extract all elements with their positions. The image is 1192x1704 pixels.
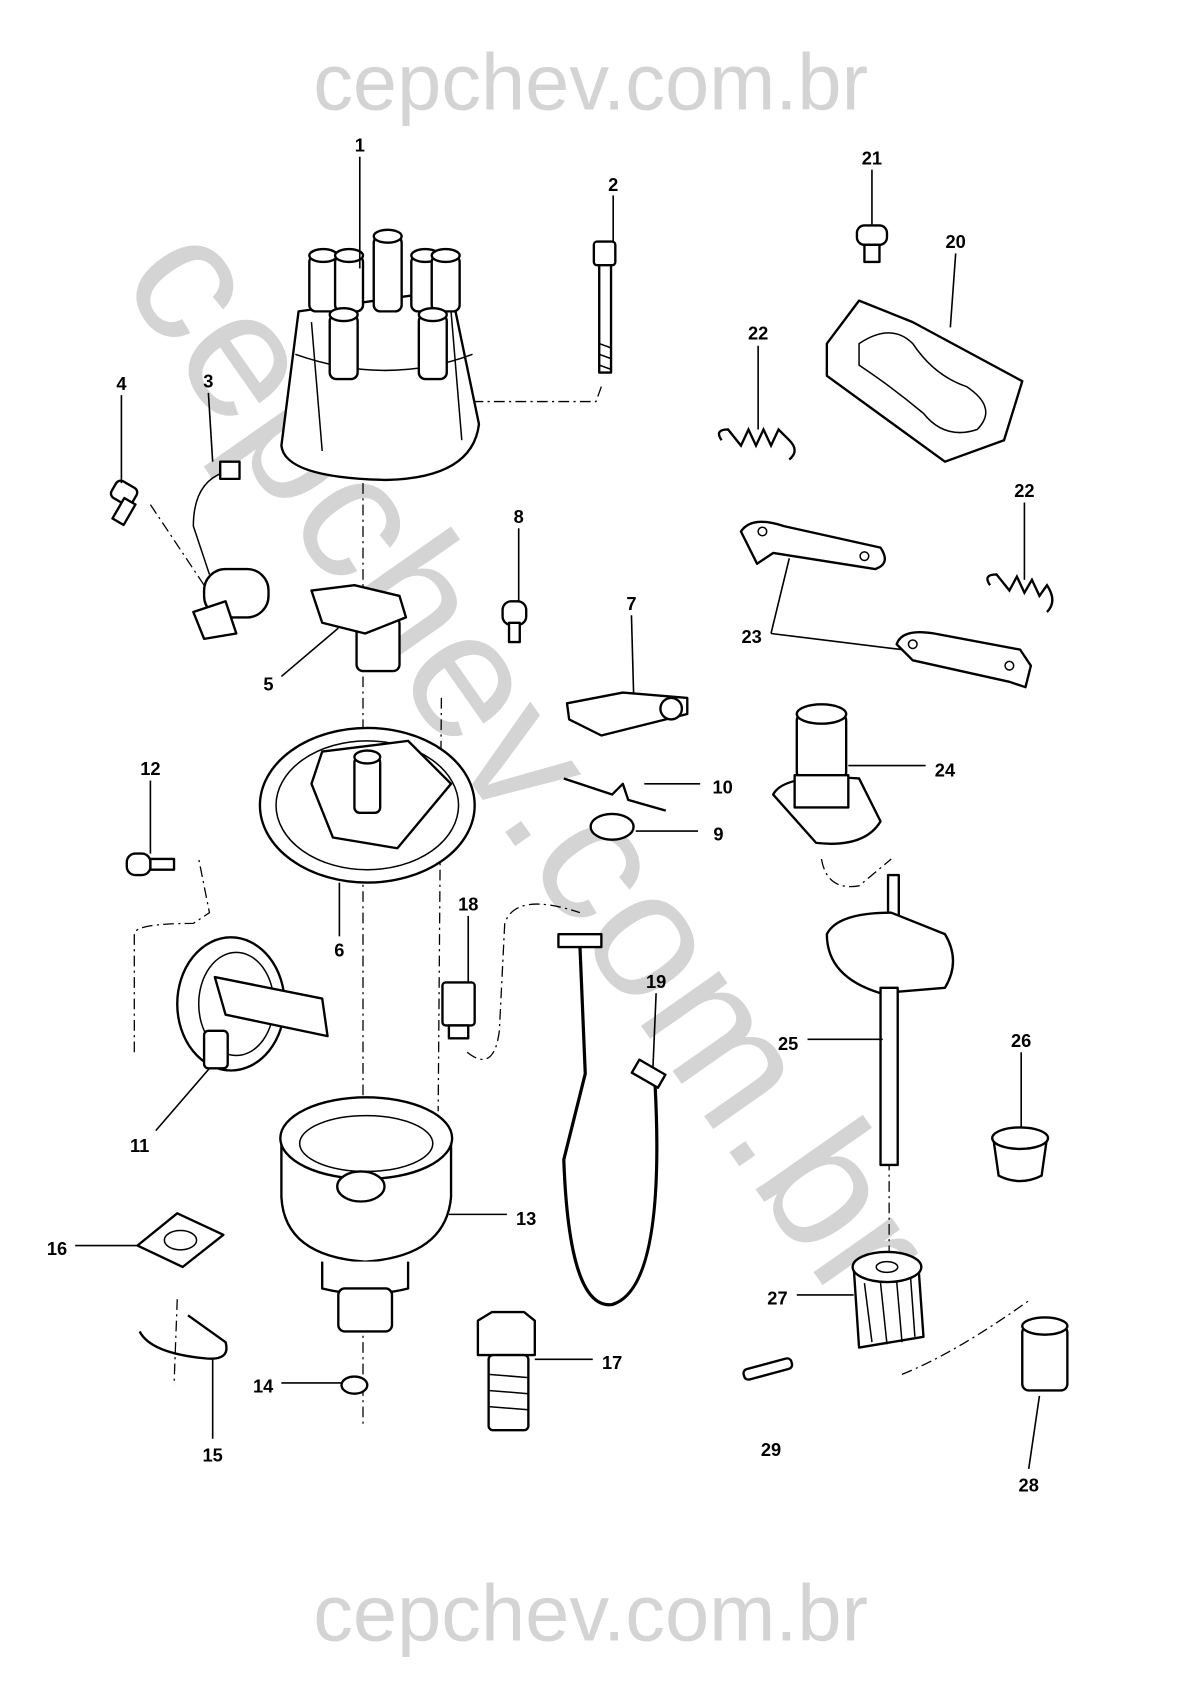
label-3: 3 [203, 371, 213, 392]
label-5: 5 [263, 673, 273, 694]
part-spring-b [986, 573, 1054, 613]
part-bolt [476, 1310, 536, 1432]
label-21: 21 [862, 147, 882, 168]
label-4: 4 [116, 373, 127, 394]
part-thrust-washer [340, 1375, 369, 1395]
label-1: 1 [355, 134, 365, 155]
part-washer [589, 812, 635, 841]
part-cam-assembly [771, 703, 882, 845]
label-12: 12 [140, 758, 160, 779]
watermark-bottom: cepchev.com.br [313, 1569, 868, 1658]
label-23: 23 [742, 626, 762, 647]
part-connector [441, 981, 476, 1040]
label-22b: 22 [1014, 480, 1034, 501]
part-screw-21 [855, 224, 889, 264]
part-labels: 1 2 3 4 5 6 7 8 9 10 11 12 13 14 15 16 1… [47, 134, 1039, 1495]
label-6: 6 [334, 940, 344, 961]
label-7: 7 [626, 593, 636, 614]
part-ground-lead [557, 932, 667, 1307]
part-spring-wire [563, 777, 667, 812]
part-spring-a [717, 426, 796, 461]
part-distributor-housing [279, 1096, 454, 1333]
watermark-top: cepchev.com.br [313, 38, 868, 127]
part-contact-points [565, 691, 689, 737]
label-8: 8 [514, 506, 524, 527]
label-18: 18 [458, 894, 478, 915]
part-distributor-cap [280, 228, 481, 482]
label-25: 25 [778, 1033, 798, 1054]
part-advance-plate [825, 299, 1024, 463]
part-cam-lubricator [501, 600, 528, 644]
label-9: 9 [713, 824, 723, 845]
label-14: 14 [253, 1376, 274, 1397]
label-2: 2 [608, 174, 618, 195]
part-retaining-clip [138, 1314, 228, 1360]
label-11: 11 [130, 1135, 149, 1156]
label-28: 28 [1019, 1474, 1039, 1495]
label-29: 29 [761, 1439, 781, 1460]
label-20: 20 [946, 231, 966, 252]
label-22a: 22 [748, 322, 768, 343]
label-26: 26 [1011, 1030, 1031, 1051]
part-breaker-plate [258, 726, 476, 884]
part-roll-pin [742, 1357, 794, 1381]
part-advance-weights [739, 520, 1033, 689]
part-cap-screw [592, 240, 617, 374]
label-13: 13 [516, 1208, 536, 1229]
label-15: 15 [203, 1444, 223, 1465]
part-rotor [310, 583, 408, 673]
part-drive-gear [851, 1250, 925, 1349]
label-19: 19 [646, 971, 666, 992]
part-vacuum-advance [176, 936, 329, 1072]
part-condenser-screw [109, 479, 139, 527]
part-condenser [192, 460, 270, 641]
label-17: 17 [602, 1352, 622, 1373]
part-distributor-shaft [825, 873, 955, 1167]
part-bushing [1021, 1316, 1069, 1392]
part-screw-12 [125, 852, 176, 877]
label-10: 10 [713, 776, 733, 797]
part-gasket-plate [136, 1212, 225, 1269]
label-27: 27 [767, 1288, 787, 1309]
part-plug [991, 1126, 1050, 1183]
label-24: 24 [935, 759, 956, 780]
label-16: 16 [47, 1238, 67, 1259]
leader-lines [75, 156, 1041, 1469]
